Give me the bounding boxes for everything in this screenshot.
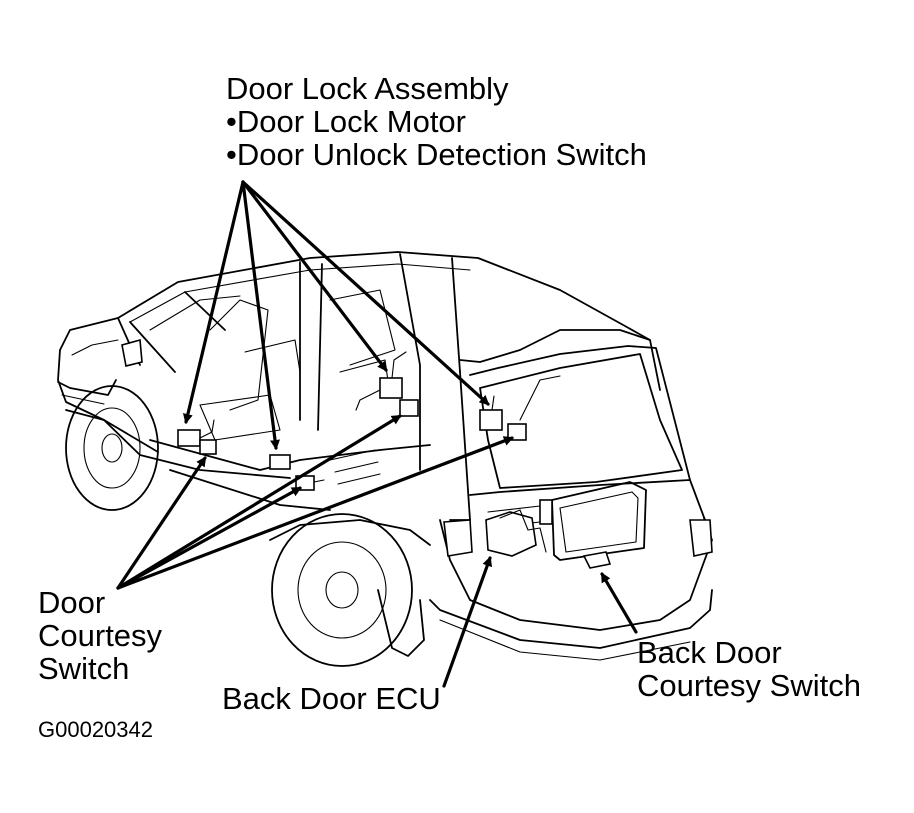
back-door-courtesy-switch-part [582,551,612,569]
door-courtesy-switch-line-1: Door [38,585,106,620]
back-door-ecu-label: Back Door ECU [222,682,441,715]
door-lock-rear-right [355,351,407,411]
back-door-courtesy-leader [600,572,638,634]
door-lock-motor-item: Door Lock Motor [226,105,647,138]
back-door-ecu-part [485,499,553,557]
door-courtesy-leaders [116,414,514,590]
door-courtesy-switch-front-right [507,423,527,441]
door-unlock-detection-switch-item: Door Unlock Detection Switch [226,138,647,171]
door-courtesy-switch-rear-right [399,399,419,417]
back-door-courtesy-switch-line-2: Courtesy Switch [637,668,861,703]
door-lock-assembly-title: Door Lock Assembly [226,71,509,106]
figure-id: G00020342 [38,717,153,742]
back-door-courtesy-switch-line-1: Back Door [637,635,782,670]
back-door-ecu-leader [442,556,492,688]
vehicle-body [57,251,713,667]
door-lock-leaders [182,180,490,450]
door-lock-rear-left [269,454,291,470]
door-courtesy-switch-front-left [199,439,217,455]
back-door-courtesy-switch-label: Back Door Courtesy Switch [637,636,861,702]
back-door-ecu-text: Back Door ECU [222,681,441,716]
door-courtesy-switch-line-3: Switch [38,651,130,686]
door-courtesy-switch-line-2: Courtesy [38,618,163,653]
door-lock-front-right [479,395,503,431]
door-lock-assembly-label: Door Lock Assembly Door Lock Motor Door … [226,72,647,171]
door-courtesy-switch-label: Door Courtesy Switch [38,586,162,685]
door-lock-front-left [177,419,215,447]
